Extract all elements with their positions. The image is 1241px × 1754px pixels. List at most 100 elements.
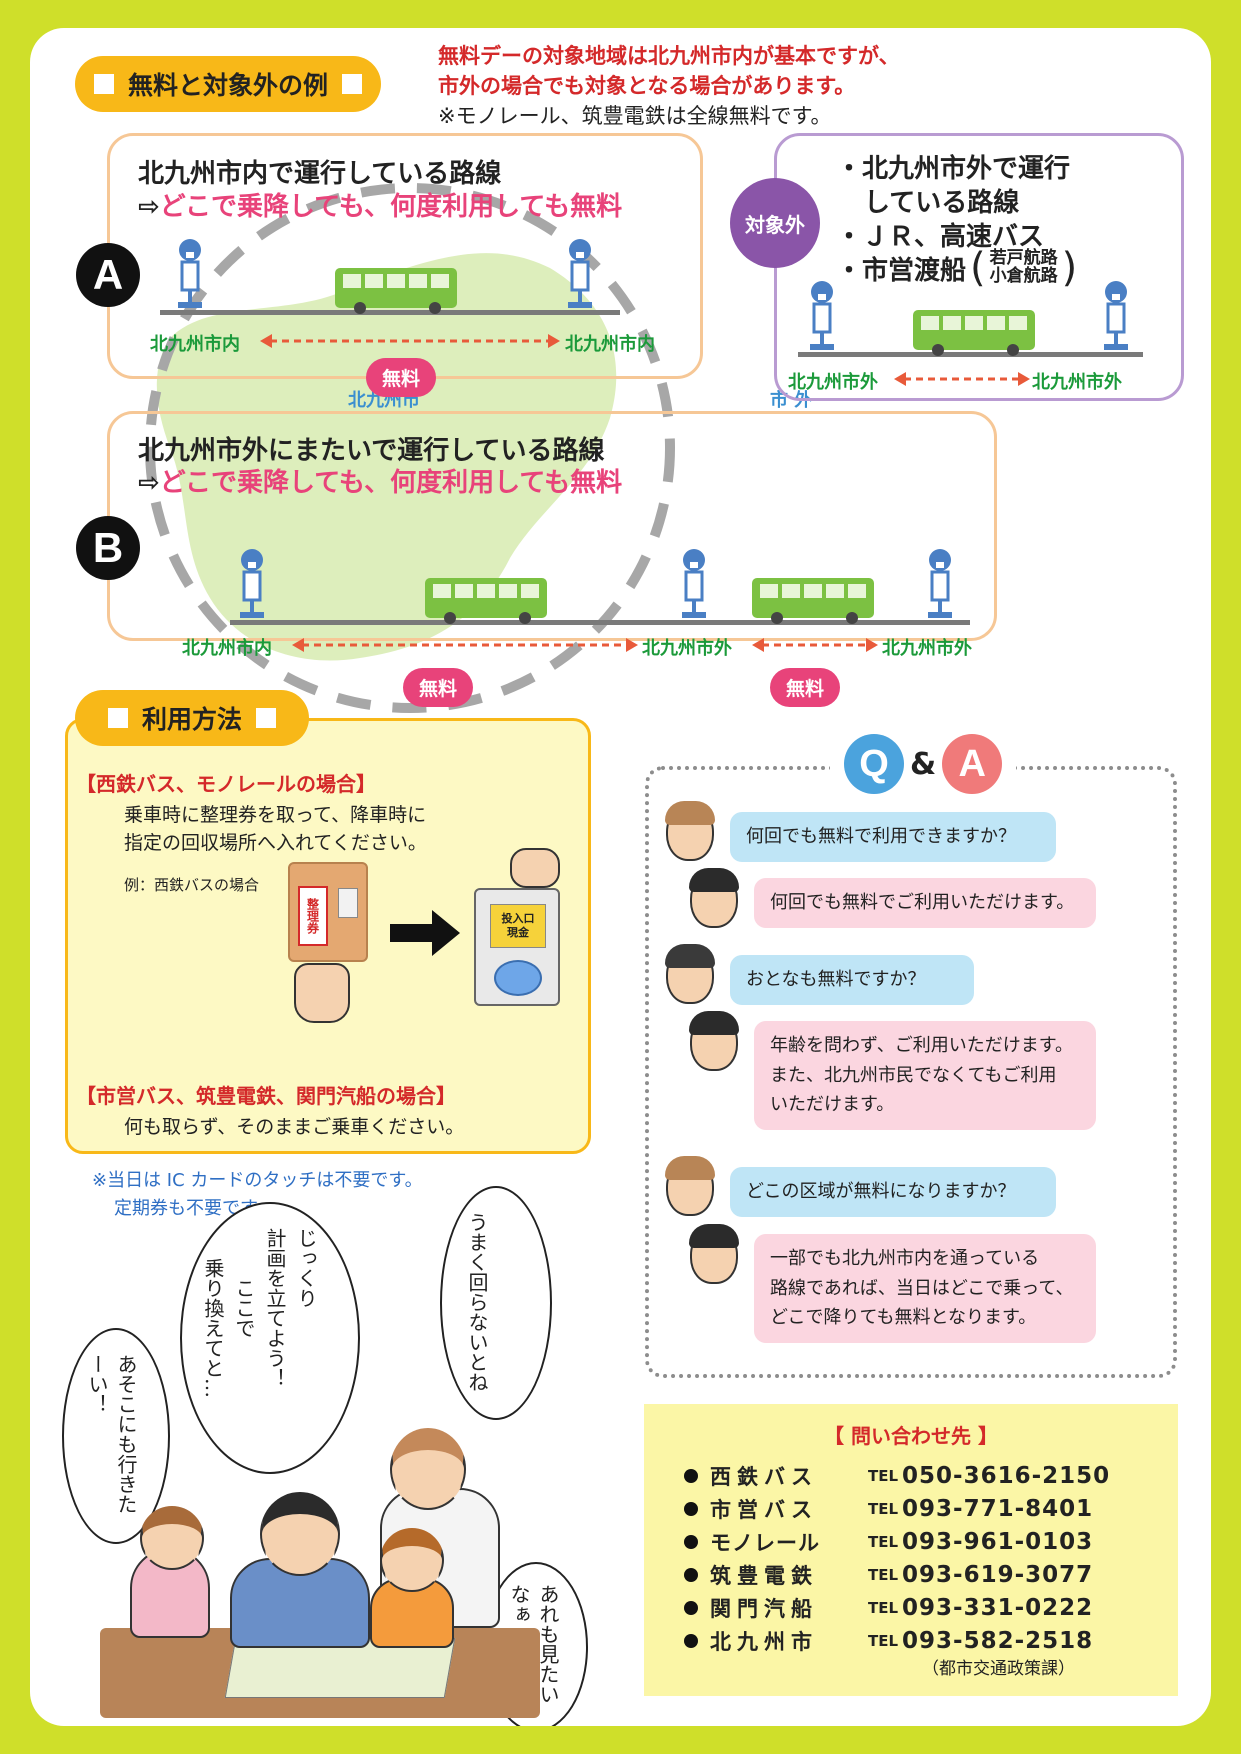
paren-open: ( bbox=[970, 245, 986, 291]
case-a-subtitle-text: どこで乗降しても、何度利用しても無料 bbox=[159, 192, 623, 222]
usage-example-label: 例：西鉄バスの場合 bbox=[124, 876, 260, 894]
contact-name: 筑豊電鉄 bbox=[710, 1563, 818, 1588]
question-1: 何回でも無料で利用できますか？ bbox=[730, 812, 1056, 862]
hand-illustration bbox=[510, 848, 560, 888]
bullet-icon bbox=[684, 1534, 698, 1549]
bus-icon bbox=[335, 268, 457, 314]
contact-tel[interactable]: 093-582-2518 bbox=[902, 1627, 1094, 1654]
usage-text-1a: 乗車時に整理券を取って、降車時に bbox=[124, 804, 427, 826]
contact-row: 北九州市 TEL 093-582-2518 bbox=[684, 1624, 1178, 1657]
kitakyushu-map bbox=[145, 183, 675, 713]
note-line-2: 市外の場合でも対象となる場合があります。 bbox=[438, 74, 856, 98]
usage-note-1: ※当日は IC カードのタッチは不要です。 bbox=[92, 1170, 423, 1191]
excluded-route-diagram bbox=[798, 281, 1143, 357]
bullet-icon bbox=[684, 1468, 698, 1483]
bus-stop-icon bbox=[682, 549, 706, 618]
speech-father-line-2: 計画を立てよう！ bbox=[263, 1228, 287, 1388]
mother-head bbox=[390, 1428, 466, 1510]
case-a-left-label: 北九州市内 bbox=[150, 334, 240, 355]
contact-title: 【 問い合わせ先 】 bbox=[824, 1424, 998, 1448]
case-a-badge: A bbox=[76, 243, 140, 307]
flyer-sheet: 無料と対象外の例 無料デーの対象地域は北九州市内が基本ですが、 市外の場合でも対… bbox=[30, 28, 1211, 1726]
note-line-3: ※モノレール、筑豊電鉄は全線無料です。 bbox=[438, 104, 832, 128]
excluded-right-label: 北九州市外 bbox=[1032, 372, 1122, 393]
case-b-range-arrow-1 bbox=[292, 638, 638, 652]
girl-head bbox=[140, 1506, 204, 1570]
ticket-slot: 整理券 bbox=[298, 886, 328, 946]
fare-box-label-2: 現金 bbox=[507, 926, 529, 939]
speech-text-father: じっくり 計画を立てよう！ ここで 乗り換えてと… bbox=[198, 1228, 320, 1458]
contact-tel[interactable]: 093-771-8401 bbox=[902, 1495, 1094, 1522]
fare-box-tray bbox=[494, 960, 542, 996]
answer-2: 年齢を問わず、ご利用いただけます。 また、北九州市民でなくてもご利用 いただけま… bbox=[754, 1021, 1096, 1131]
qa-ampersand: & bbox=[910, 746, 937, 782]
man-avatar bbox=[689, 1011, 739, 1071]
case-a-free-badge: 無料 bbox=[366, 358, 437, 397]
map-outside-label: 市 外 bbox=[770, 390, 813, 411]
ferry-route-wakato: 若戸航路 bbox=[989, 248, 1058, 269]
bus-icon bbox=[752, 578, 874, 624]
bus-stop-icon bbox=[928, 549, 952, 618]
qa-a-badge: A bbox=[942, 734, 1003, 794]
arrow-right-icon bbox=[390, 910, 460, 956]
section-free-examples-header: 無料と対象外の例 bbox=[75, 56, 381, 112]
speech-text-girl: あそこにも行きたーい！ bbox=[85, 1354, 138, 1514]
contact-row: 筑豊電鉄 TEL 093-619-3077 bbox=[684, 1558, 1178, 1591]
man-avatar bbox=[689, 1224, 739, 1284]
bus-stop-icon bbox=[178, 239, 202, 308]
ferry-routes: 若戸航路 小倉航路 bbox=[989, 248, 1058, 286]
question-2: おとなも無料ですか？ bbox=[730, 955, 974, 1005]
excluded-line-4: ・市営渡船 ( 若戸航路 小倉航路 ) bbox=[836, 248, 1077, 288]
contact-row: 関門汽船 TEL 093-331-0222 bbox=[684, 1591, 1178, 1624]
ticket-label: 整理券 bbox=[305, 898, 320, 934]
hand-illustration bbox=[294, 963, 350, 1023]
boy-head bbox=[380, 1528, 444, 1592]
square-icon bbox=[107, 708, 128, 728]
case-b-range-arrow-2 bbox=[752, 638, 878, 652]
contact-tel[interactable]: 093-961-0103 bbox=[902, 1528, 1094, 1555]
case-b-subtitle-text: どこで乗降しても、何度利用しても無料 bbox=[159, 468, 623, 498]
square-icon bbox=[342, 74, 362, 94]
section-title: 無料と対象外の例 bbox=[127, 71, 328, 100]
contact-name: 北九州市 bbox=[710, 1629, 818, 1654]
fare-box-label-1: 投入口 bbox=[501, 911, 535, 925]
case-b-label-1: 北九州市内 bbox=[182, 638, 272, 659]
contact-row: 西鉄バス TEL 050-3616-2150 bbox=[684, 1459, 1178, 1492]
case-a-right-label: 北九州市内 bbox=[565, 334, 655, 355]
case-b-title: 北九州市外にまたいで運行している路線 bbox=[138, 436, 605, 466]
bus-stop-icon bbox=[1104, 281, 1128, 350]
contact-tel[interactable]: 050-3616-2150 bbox=[902, 1462, 1111, 1489]
tel-prefix: TEL bbox=[868, 1532, 899, 1551]
contact-row: 市営バス TEL 093-771-8401 bbox=[684, 1492, 1178, 1525]
speech-text-boy: あれも見たいなぁ bbox=[507, 1584, 560, 1704]
contact-tel[interactable]: 093-331-0222 bbox=[902, 1594, 1094, 1621]
note-line-1: 無料デーの対象地域は北九州市内が基本ですが、 bbox=[438, 44, 900, 68]
boy-avatar bbox=[665, 944, 715, 1004]
bullet-icon bbox=[684, 1633, 698, 1648]
case-b-label-2: 北九州市外 bbox=[642, 638, 732, 659]
qa-header: Q & A bbox=[830, 734, 1017, 794]
speech-bubble-girl bbox=[62, 1328, 170, 1544]
excluded-line-4-text: ・市営渡船 bbox=[836, 255, 967, 286]
ferry-route-kokura: 小倉航路 bbox=[989, 266, 1058, 286]
fare-box-coin-slot: 投入口 現金 bbox=[490, 904, 546, 948]
excluded-left-label: 北九州市外 bbox=[788, 372, 878, 393]
woman-avatar bbox=[665, 1156, 715, 1216]
case-b-free-badge-1: 無料 bbox=[403, 668, 474, 707]
answer-3-line-1: 一部でも北九州市内を通っている bbox=[770, 1248, 1040, 1269]
excluded-line-2: している路線 bbox=[864, 188, 1020, 218]
speech-father-line-4: 乗り換えてと… bbox=[201, 1258, 225, 1398]
case-b-badge: B bbox=[76, 516, 140, 580]
bus-icon bbox=[913, 310, 1035, 356]
excluded-line-3: ・ＪＲ、高速バス bbox=[836, 222, 1045, 252]
answer-2-line-2: また、北九州市民でなくてもご利用 bbox=[770, 1064, 1057, 1086]
woman-avatar bbox=[665, 801, 715, 861]
speech-father-line-1: じっくり bbox=[294, 1228, 318, 1308]
contact-tel[interactable]: 093-619-3077 bbox=[902, 1561, 1094, 1588]
case-a-subtitle: ⇨どこで乗降しても、何度利用しても無料 bbox=[138, 186, 622, 223]
arrow-icon: ⇨ bbox=[138, 468, 160, 498]
case-a-range-arrow bbox=[260, 334, 560, 348]
speech-bubble-mother bbox=[440, 1186, 552, 1420]
dispenser-light bbox=[338, 888, 358, 918]
tel-prefix: TEL bbox=[868, 1499, 899, 1518]
